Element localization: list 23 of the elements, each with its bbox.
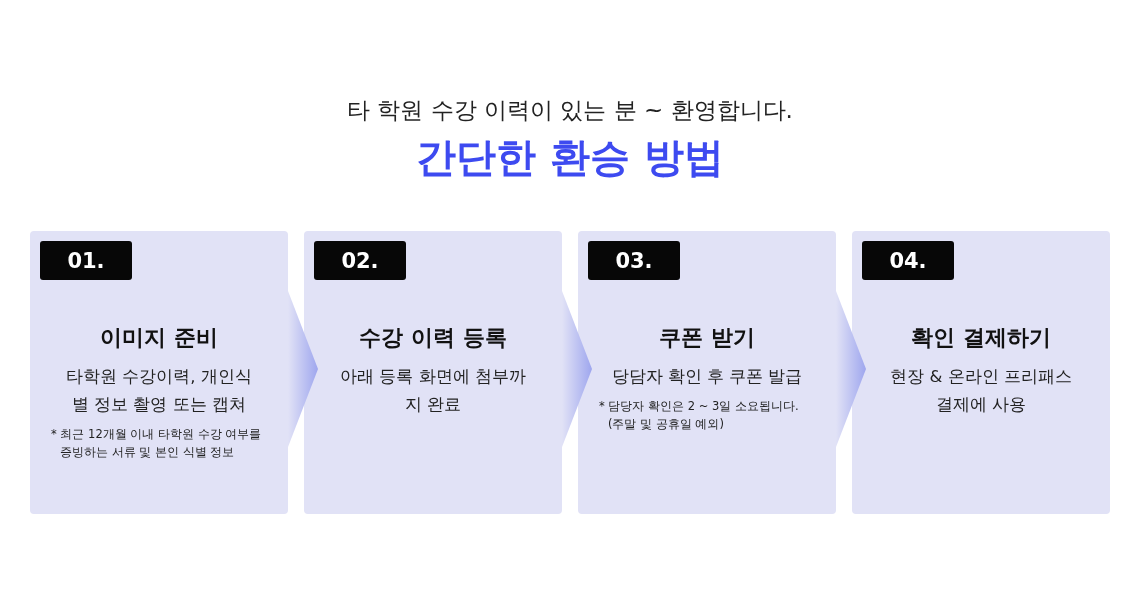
step-number-badge: 04. — [862, 241, 954, 280]
step-heading: 확인 결제하기 — [911, 324, 1051, 352]
step-number-badge: 01. — [40, 241, 132, 280]
chevron-arrow — [836, 291, 866, 447]
step-card — [30, 231, 288, 514]
step-description: 아래 등록 화면에 첨부까지 완료 — [339, 366, 527, 416]
chevron-arrow — [288, 291, 318, 447]
step-card — [578, 231, 836, 514]
step-note: * 담당자 확인은 2 ~ 3일 소요됩니다. (주말 및 공휴일 예외) — [598, 398, 800, 433]
step-description: 타학원 수강이력, 개인식별 정보 촬영 또는 캡쳐 — [65, 366, 253, 416]
step-number-badge: 02. — [314, 241, 406, 280]
step-heading: 쿠폰 받기 — [659, 324, 755, 352]
step-card — [852, 231, 1110, 514]
step-heading: 이미지 준비 — [100, 324, 218, 352]
chevron-arrow — [562, 291, 592, 447]
step-description: 당담자 확인 후 쿠폰 발급 — [610, 366, 804, 388]
title: 간단한 환승 방법 — [415, 133, 725, 182]
step-note: * 최근 12개월 이내 타학원 수강 여부를 증빙하는 서류 및 본인 식별 정보 — [50, 426, 263, 461]
step-number-badge: 03. — [588, 241, 680, 280]
step-heading: 수강 이력 등록 — [359, 324, 507, 352]
subtitle: 타 학원 수강 이력이 있는 분 ~ 환영합니다. — [346, 96, 794, 125]
step-card — [304, 231, 562, 514]
step-description: 현장 & 온라인 프리패스 결제에 사용 — [889, 366, 1073, 416]
